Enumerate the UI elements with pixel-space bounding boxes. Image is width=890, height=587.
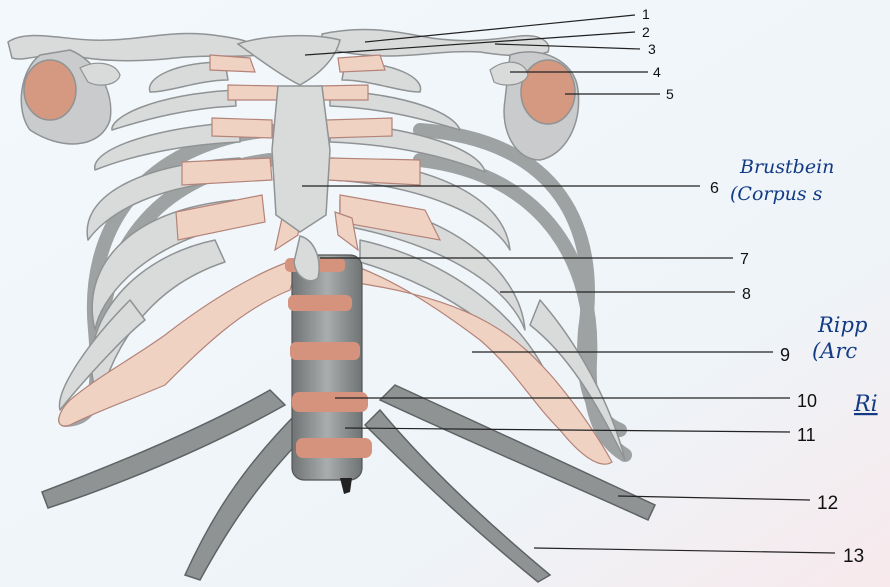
note-corpus: (Corpus s	[730, 183, 823, 205]
sternum-body	[272, 86, 330, 232]
label-3: 3	[648, 41, 656, 57]
label-1: 1	[642, 6, 650, 22]
label-8: 8	[742, 286, 751, 303]
note-arcus: (Arc	[812, 339, 857, 363]
label-11: 11	[797, 425, 816, 445]
note-ri: Ri	[853, 392, 878, 417]
label-10: 10	[797, 391, 817, 411]
spine	[285, 255, 372, 494]
shoulder-left	[21, 50, 120, 144]
label-5: 5	[666, 86, 674, 102]
label-13: 13	[843, 546, 864, 567]
label-7: 7	[740, 251, 749, 268]
note-brustbein: Brustbein	[739, 156, 834, 178]
label-4: 4	[653, 64, 661, 80]
label-12: 12	[817, 493, 838, 514]
label-9: 9	[780, 345, 790, 365]
note-rippen: Ripp	[817, 313, 867, 337]
label-2: 2	[642, 24, 650, 40]
label-6: 6	[710, 180, 719, 197]
